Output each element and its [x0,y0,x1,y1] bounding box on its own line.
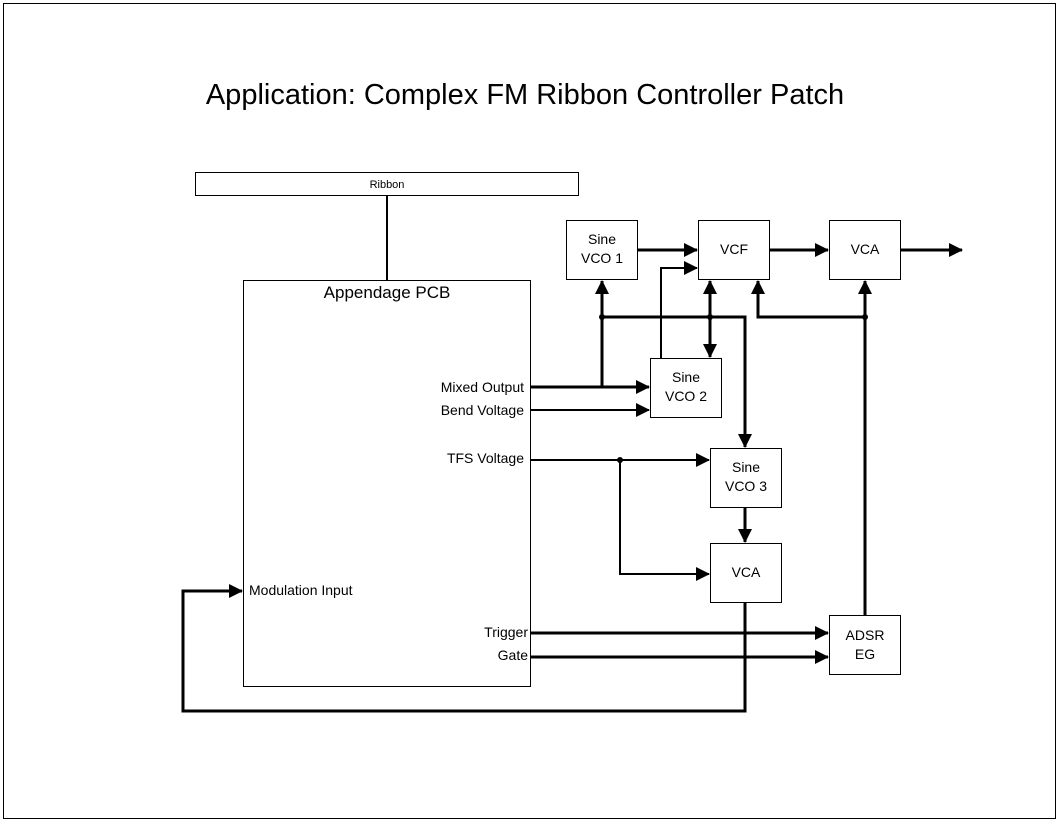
appendage-pcb-block: Appendage PCB Mixed Output Bend Voltage … [243,280,531,687]
vca-main-label: VCA [851,241,880,257]
port-trigger: Trigger [484,624,528,640]
vca-mod-label: VCA [732,564,761,580]
sine-vco-2-block: Sine VCO 2 [650,358,722,418]
port-tfs-voltage: TFS Voltage [447,450,524,466]
vco2-label-line2: VCO 2 [665,388,707,404]
vca-mod-block: VCA [710,543,782,603]
pcb-label: Appendage PCB [324,283,451,302]
vco1-label-line1: Sine [588,231,616,247]
adsr-eg-block: ADSR EG [829,615,901,675]
ribbon-label: Ribbon [370,179,405,191]
vco1-label-line2: VCO 1 [581,250,623,266]
vco2-label-line1: Sine [672,369,700,385]
wire-adsr-to-vcf [751,280,865,319]
junction-dot [707,314,713,320]
diagram-title: Application: Complex FM Ribbon Controlle… [206,79,844,111]
sine-vco-1-block: Sine VCO 1 [566,220,638,280]
vcf-label: VCF [720,241,748,257]
vco3-label-line1: Sine [732,459,760,475]
junction-dot [599,314,605,320]
junction-dot [617,457,623,463]
wire-mixed-output-to-vco3 [602,315,752,448]
vca-main-block: VCA [829,220,901,280]
junction-dot [862,314,868,320]
port-mixed-output: Mixed Output [441,379,524,395]
adsr-label-line2: EG [855,646,875,662]
port-bend-voltage: Bend Voltage [441,402,525,418]
vcf-block: VCF [698,220,770,280]
sine-vco-3-block: Sine VCO 3 [710,448,782,508]
ribbon-block: Ribbon [195,172,579,196]
wire-vca-mod-to-modulation-input [181,584,747,713]
wire-vco2-to-vcf [660,261,698,358]
port-modulation-input: Modulation Input [249,582,353,598]
vco3-label-line2: VCO 3 [725,478,767,494]
wire-tfs-to-vca-mod [619,460,710,581]
adsr-label-line1: ADSR [846,627,885,643]
port-gate: Gate [498,647,529,663]
